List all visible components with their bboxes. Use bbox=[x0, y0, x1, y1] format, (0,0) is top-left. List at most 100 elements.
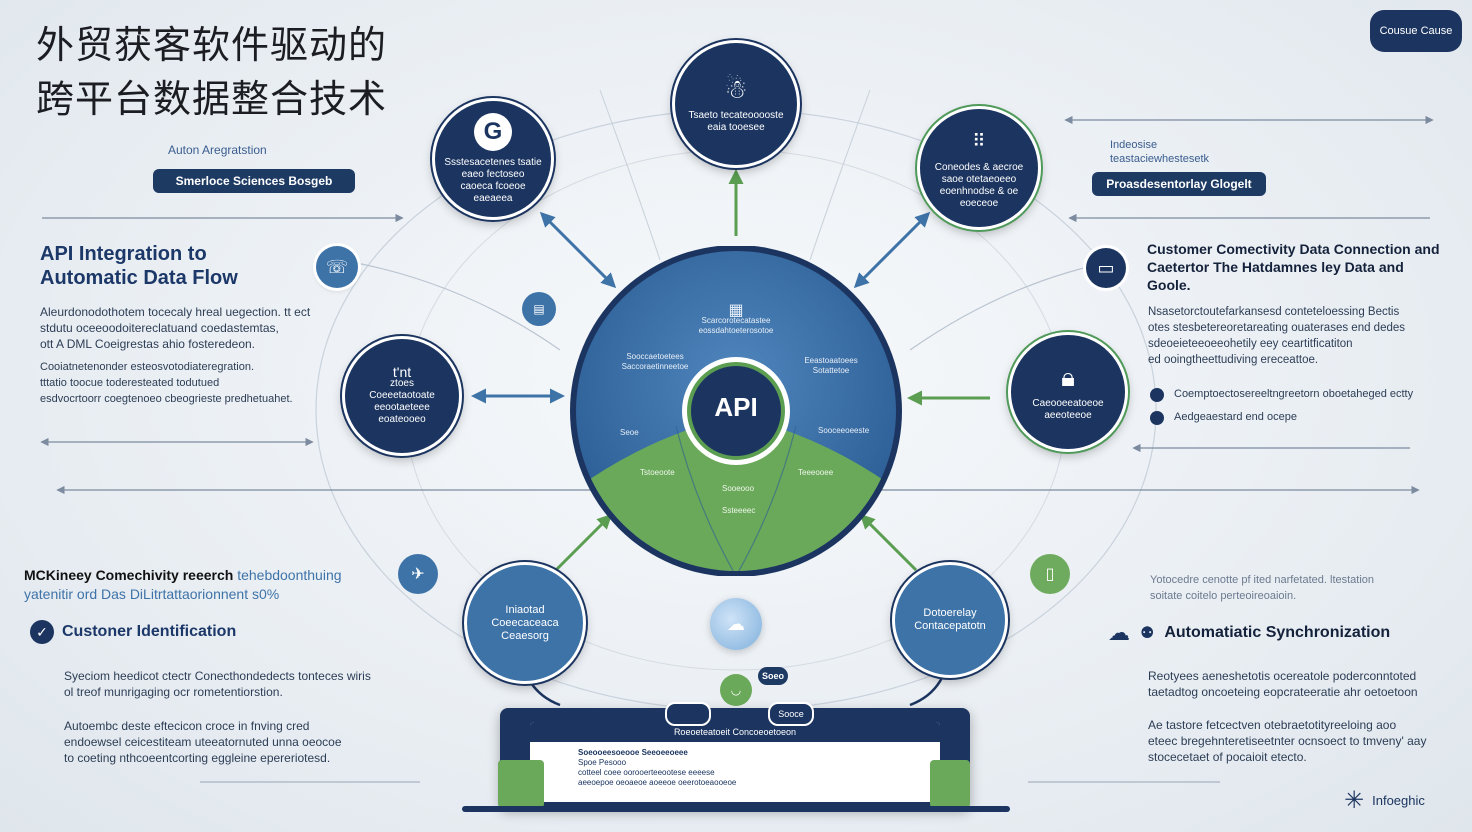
text-line: saoe otetaeoeeo bbox=[941, 174, 1017, 185]
text-line: ott A DML Coeigrestas ahio fosteredeon. bbox=[40, 337, 256, 351]
node-mid-right[interactable]: 🔒︎ Caeooeeatoeoe aeeoteeoe bbox=[1008, 332, 1128, 452]
google-g-icon: G bbox=[474, 113, 512, 151]
node-bottom-right[interactable]: Dotoerelay Contacepatotn bbox=[892, 562, 1008, 678]
text-line: Spoe Pesooo bbox=[578, 758, 627, 767]
text-line: Cooiatnetenonder esteosvotodiateregratio… bbox=[40, 361, 255, 373]
text-line: Caetertor The Hatdamnes ley Data and bbox=[1147, 259, 1404, 275]
left-paragraph-1: Aleurdonodothotem tocecaly hreal uegecti… bbox=[40, 304, 310, 352]
left-feature-para-1: Syeciom heedicot ctectr Conecthondedects… bbox=[64, 668, 371, 700]
phone-device-left bbox=[498, 760, 544, 808]
hub-small-3: Tstoeoote bbox=[640, 468, 675, 477]
text-line: Reotyees aeneshetotis ocereatole poderco… bbox=[1148, 669, 1417, 683]
left-quote: MCKineey Comechivity reeerch tehebdoonth… bbox=[24, 566, 342, 604]
corner-badge-label: Cousue Cause bbox=[1379, 25, 1453, 37]
quote-line-2: yatenitir ord Das DiLitrtattaorionnent s… bbox=[24, 586, 280, 602]
right-paragraph: Nsasetorctoutefarkansesd conteteloessing… bbox=[1148, 304, 1405, 368]
text-line: aeeoepoe oeoaeoe aoeeoe oeerotoeaooeoe bbox=[578, 778, 737, 787]
binary-icon: ⠿ bbox=[972, 131, 986, 151]
left-heading: API Integration to Automatic Data Flow bbox=[40, 242, 238, 290]
text-line: eteec bregehnteretiseetnter ocnsoect to … bbox=[1148, 734, 1427, 748]
quote-bold: MCKineey Comechivity reeerch bbox=[24, 567, 234, 583]
text-line: otes stesbetereoretareating ouaterases e… bbox=[1148, 322, 1406, 334]
lock-icon: 🔒︎ bbox=[1061, 362, 1075, 392]
hub-green-region bbox=[576, 416, 896, 571]
text-line: soitate coitelo perteoireoaioin. bbox=[1150, 590, 1297, 602]
text-line: Ae tastore fetcectven otebraetotityreelo… bbox=[1148, 718, 1397, 732]
text-line: esdvocrtoorr coegtenoeo cbeogrieste pred… bbox=[40, 393, 293, 405]
text-line: Sotattetoe bbox=[812, 366, 850, 375]
text-line: Indeosise bbox=[1110, 139, 1158, 151]
left-top-pill[interactable]: Smerloce Sciences Bosgeb bbox=[153, 169, 355, 193]
text-line: tttatio toocue toderesteated todutued bbox=[40, 377, 220, 389]
user-icon: ☃ bbox=[724, 74, 748, 104]
title-line-2: 跨平台数据整合技术 bbox=[36, 77, 388, 121]
text-line: eoeceoe bbox=[959, 198, 999, 209]
text-line: Tsaeto tecateooooste bbox=[688, 110, 784, 121]
left-heading-line-2: Automatic Data Flow bbox=[40, 267, 238, 289]
text-line: cotteel coee oorooerteeootese eeeese bbox=[578, 768, 715, 777]
hub-small-6: Ssteeeec bbox=[722, 506, 756, 515]
device-panel: Soeooeesoeooe Seeoeeoeee Spoe Pesooo cot… bbox=[530, 742, 940, 788]
text-line: eoateooeo bbox=[378, 414, 426, 425]
api-label[interactable]: API bbox=[714, 392, 758, 422]
text-line: ztoes bbox=[390, 378, 414, 389]
bullet-icon bbox=[1150, 387, 1164, 402]
text-line: Nsasetorctoutefarkansesd conteteloessing… bbox=[1148, 306, 1400, 318]
phone-icon: ☏ bbox=[316, 246, 358, 288]
server-icon: ▦ bbox=[728, 302, 744, 319]
device-title: Roeoeteatoeit Concoeoetoeon bbox=[530, 722, 940, 742]
api-hub bbox=[570, 246, 902, 576]
device-screen: Roeoeteatoeit Concoeoetoeon Soeooeesoeoo… bbox=[530, 722, 940, 802]
check-icon: ✓ bbox=[30, 620, 54, 644]
hub-small-5: Teeeooee bbox=[798, 468, 834, 477]
text-line: Iniaotad bbox=[505, 603, 545, 616]
text-line: Goole. bbox=[1147, 277, 1191, 293]
list-item: Coemptoectosereeltngreetorn oboetaheged … bbox=[1150, 383, 1413, 406]
node-top-right[interactable]: ⠿ Coneodes & aecroe saoe otetaeoeeo eoen… bbox=[917, 106, 1041, 230]
right-heading: Customer Comectivity Data Connection and… bbox=[1147, 240, 1440, 294]
right-feature-para-2: Ae tastore fetcectven otebraetotityreelo… bbox=[1148, 717, 1426, 765]
text-line: eoenhnodse & oe bbox=[939, 186, 1019, 197]
text-line: Customer Comectivity Data Connection and bbox=[1147, 241, 1440, 257]
text-line: Dotoerelay bbox=[923, 607, 977, 619]
text-line: t'nt bbox=[392, 364, 412, 380]
left-feature-para-2: Autoembc deste eftecicon croce in fnving… bbox=[64, 718, 342, 766]
pill-tab-1[interactable]: Soeo bbox=[758, 667, 788, 685]
text-line: Coeecaceaca bbox=[491, 616, 559, 629]
hub-right-labels: Eeastoaatoees Sotattetoe bbox=[786, 356, 876, 376]
text-line: taetadtog oncoeteing eopcrateeratie ahr … bbox=[1148, 685, 1418, 699]
text-line: Caeooeeatoeoe bbox=[1032, 398, 1104, 409]
text-line: Ceaesorg bbox=[501, 629, 549, 642]
text-line: Aleurdonodothotem tocecaly hreal uegecti… bbox=[40, 305, 311, 319]
corner-badge[interactable]: Cousue Cause bbox=[1370, 10, 1462, 52]
device-tab-left[interactable] bbox=[665, 702, 711, 726]
text-line: Scarcorotecatastee bbox=[701, 316, 771, 325]
feature-title-text: Automatiatic Synchronization bbox=[1164, 624, 1391, 641]
asterisk-icon: ✳ bbox=[1344, 787, 1365, 814]
text-line: eaeaeea bbox=[473, 193, 513, 204]
text-line: aeeoteeoe bbox=[1044, 410, 1092, 421]
panel-title: Soeooeesoeooe Seeoeeoeee bbox=[578, 748, 688, 757]
airplane-icon: ✈ bbox=[398, 554, 438, 594]
node-google[interactable]: G Ssstesacetenes tsatie eaeo fectoseo ca… bbox=[432, 98, 554, 220]
node-mid-left[interactable]: t'nt ztoes Coeeetaotoate eeootaeteee eoa… bbox=[342, 336, 462, 456]
text-line: ol treof munrigaging ocr rometentiorstio… bbox=[64, 685, 283, 699]
node-bottom-left[interactable]: Iniaotad Coeecaceaca Ceaesorg bbox=[464, 562, 586, 684]
left-heading-line-1: API Integration to bbox=[40, 243, 207, 265]
page-title: 外贸获客软件驱动的 跨平台数据整合技术 bbox=[36, 18, 387, 126]
text-line: Contacepatotn bbox=[914, 620, 986, 632]
text-line: Coneodes & aecroe bbox=[934, 162, 1024, 173]
hub-top-labels: ▦ Scarcorotecatastee eossdahtoeterosotoe bbox=[690, 302, 782, 336]
text-line: Autoembc deste eftecicon croce in fnving… bbox=[64, 719, 310, 733]
text-line: Coeeetaotoate bbox=[369, 390, 435, 401]
right-top-pill[interactable]: Proasdesentorlay Glogelt bbox=[1092, 172, 1266, 196]
text-line: Yotocedre cenotte pf ited narfetated. lt… bbox=[1150, 574, 1375, 586]
cloud-orb-icon: ☁ bbox=[710, 598, 762, 650]
text-line: Ssstesacetenes tsatie bbox=[444, 157, 542, 168]
node-top-center[interactable]: ☃ Tsaeto tecateooooste eaia tooesee bbox=[672, 40, 800, 168]
device-base bbox=[462, 806, 1010, 812]
footer-brand-text: Infoeghic bbox=[1372, 793, 1425, 808]
device-tab-right[interactable]: Sooce bbox=[768, 702, 814, 726]
doc-icon: ▤ bbox=[522, 292, 556, 326]
cloud-icon: ☁ bbox=[1108, 620, 1130, 645]
